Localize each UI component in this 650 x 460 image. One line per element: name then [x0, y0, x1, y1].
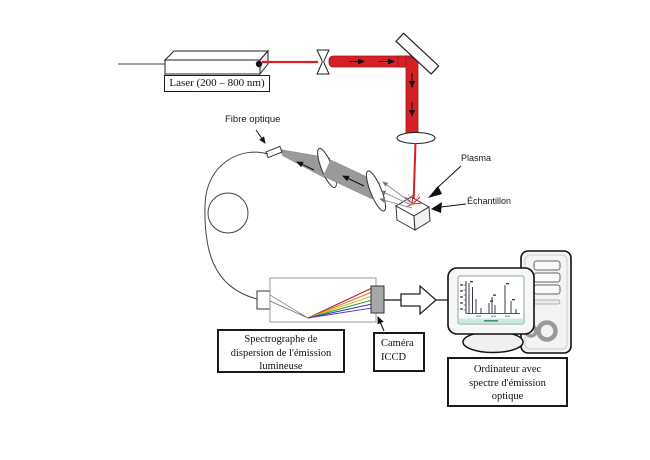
tower-logo-icon — [536, 320, 558, 342]
plasma-label: Plasma — [461, 153, 492, 163]
cone-arrow — [296, 161, 315, 171]
camera-iccd-label: Caméra ICCD — [373, 332, 425, 372]
spectrographe-label: Spectrographe de dispersion de l'émissio… — [217, 329, 345, 373]
ordinateur-label: Ordinateur avec spectre d'émission optiq… — [447, 357, 568, 407]
fibre-optique-label: Fibre optique — [225, 114, 281, 125]
echantillon-pointer-arrow — [431, 202, 467, 213]
monitor-screen — [457, 275, 525, 325]
focusing-lens — [396, 131, 436, 145]
laser-label: Laser (200 – 800 nm) — [164, 75, 270, 92]
fiber-loop — [207, 192, 249, 234]
fiber-tip — [265, 145, 283, 159]
echantillon-label: Échantillon — [467, 196, 512, 206]
emission-rays — [379, 181, 413, 209]
drive-bay — [533, 284, 561, 295]
laser-beam-vertical — [405, 57, 419, 135]
focused-beam — [412, 142, 417, 205]
beam-arrow — [342, 175, 365, 187]
drive-bay — [533, 260, 561, 271]
turning-mirror — [395, 32, 440, 75]
spectrograph-box — [269, 277, 377, 323]
drive-bay — [533, 272, 561, 283]
fiber-cable — [204, 151, 269, 300]
laser-beam-horizontal — [328, 55, 415, 68]
plasma-pointer-arrow — [428, 165, 462, 198]
laser-device — [163, 49, 270, 76]
fiber-connector — [256, 290, 271, 310]
data-flow-arrow — [400, 284, 437, 316]
laser-aperture — [255, 60, 263, 68]
rainbow-dispersion — [269, 287, 373, 319]
plasma-spark — [403, 193, 423, 208]
spectrum-screen-plot — [459, 281, 523, 323]
camera-pointer-arrow — [377, 315, 385, 332]
laser-label-text: Laser (200 – 800 nm) — [169, 77, 265, 89]
iccd-camera — [370, 285, 385, 314]
beam-expander-lens — [316, 49, 330, 75]
fibre-pointer-arrow — [255, 129, 266, 144]
